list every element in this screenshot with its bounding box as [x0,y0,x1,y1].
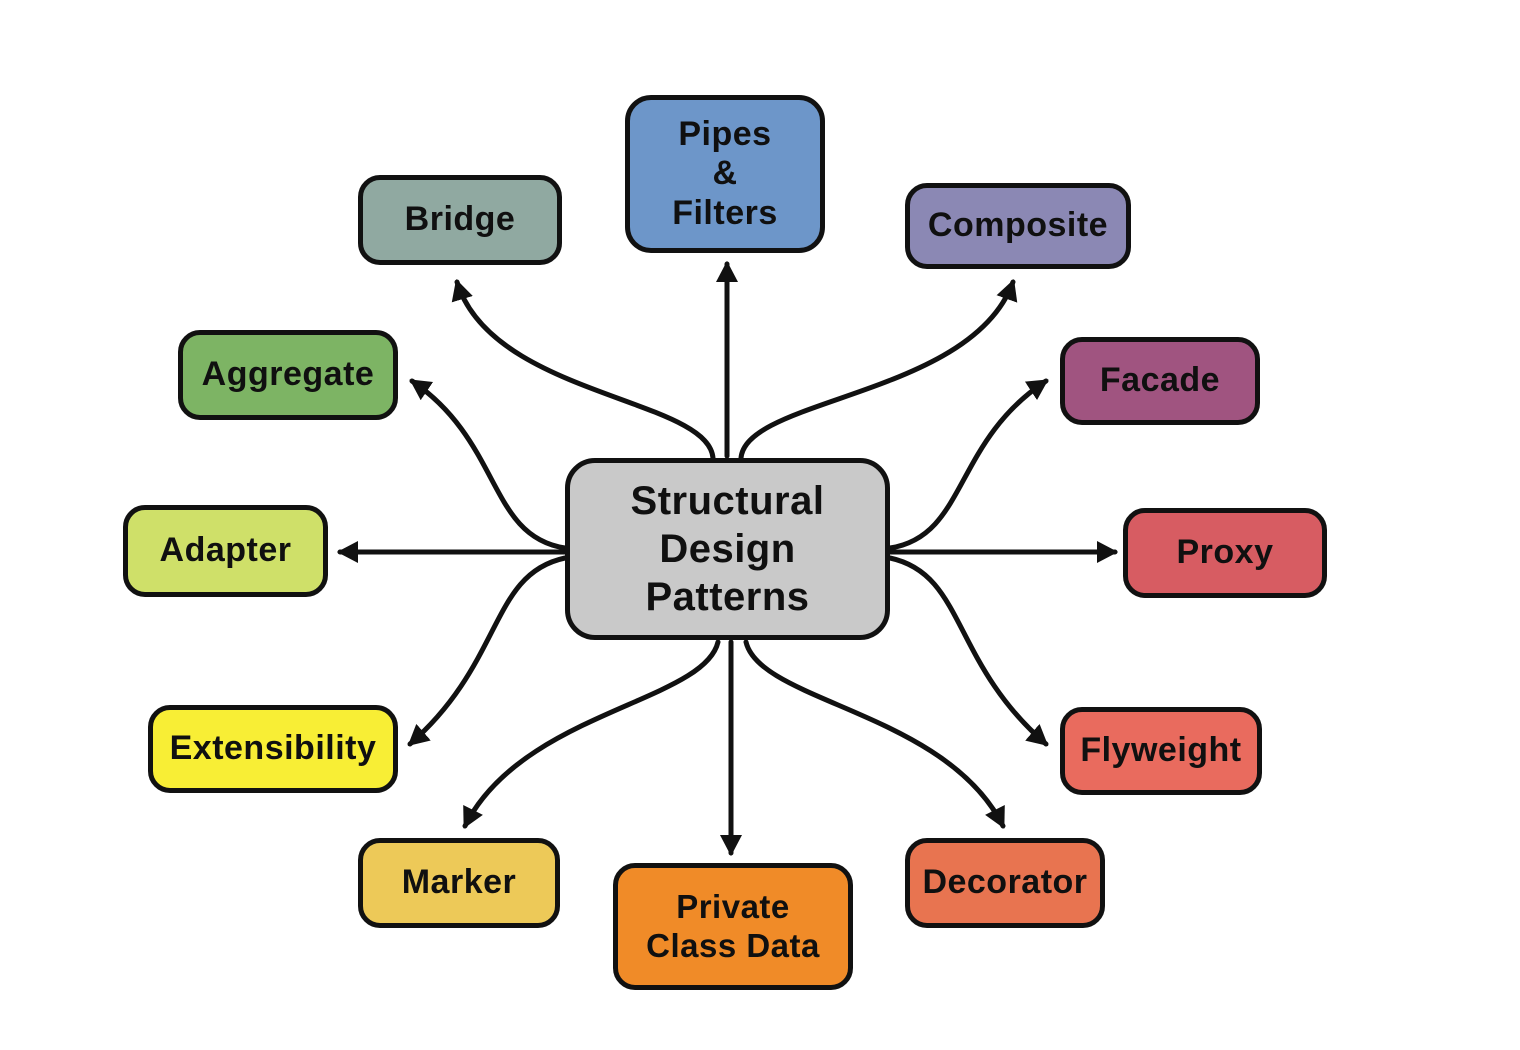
node-extensibility: Extensibility [148,705,398,793]
edge-center-to-decorator [743,639,1006,829]
node-pipes-filters: Pipes & Filters [625,95,825,253]
node-marker: Marker [358,838,560,928]
edge-center-to-flyweight [887,555,1049,747]
node-bridge: Bridge [358,175,562,265]
node-decorator: Decorator [905,838,1105,928]
edge-center-to-aggregate [409,378,568,551]
edge-center-to-extensibility [407,555,568,747]
node-proxy: Proxy [1123,508,1327,598]
node-flyweight: Flyweight [1060,707,1262,795]
edge-center-to-marker [462,639,721,829]
node-aggregate: Aggregate [178,330,398,420]
edge-center-to-facade [887,378,1049,551]
node-facade: Facade [1060,337,1260,425]
node-composite: Composite [905,183,1131,269]
edge-center-to-bridge [451,279,716,461]
node-private-class-data: Private Class Data [613,863,853,990]
edge-center-to-composite [738,279,1018,461]
node-adapter: Adapter [123,505,328,597]
node-structural-design-patterns: Structural Design Patterns [565,458,890,640]
